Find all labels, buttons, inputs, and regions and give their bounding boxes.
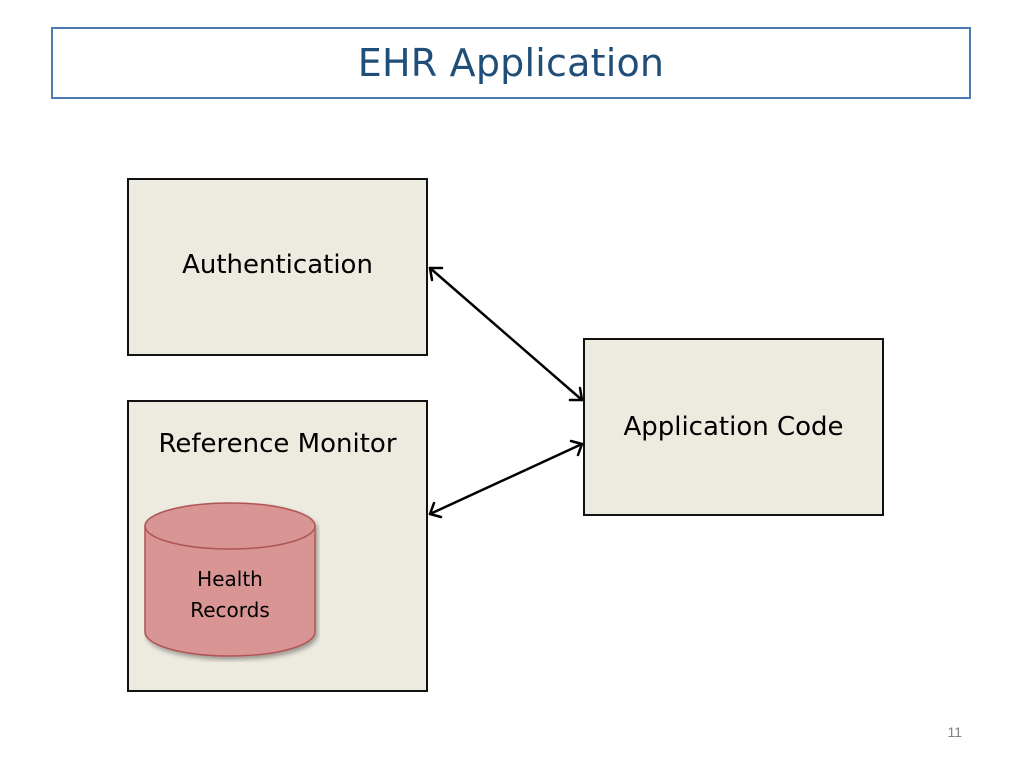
health-records-label-line1: Health [197, 567, 263, 591]
page-number: 11 [947, 724, 962, 740]
title-box: EHR Application [51, 27, 971, 99]
health-records-datastore: Health Records [144, 502, 320, 662]
refmon-to-app-connector [428, 439, 584, 519]
slide-title: EHR Application [357, 41, 665, 85]
database-cylinder-icon [144, 502, 316, 657]
authentication-box: Authentication [127, 178, 428, 356]
health-records-label: Health Records [144, 564, 316, 626]
auth-to-app-connector [428, 266, 584, 402]
authentication-label: Authentication [182, 250, 373, 280]
reference-monitor-label: Reference Monitor [158, 429, 397, 459]
health-records-label-line2: Records [190, 598, 270, 622]
application-code-label: Application Code [623, 412, 844, 442]
application-code-box: Application Code [583, 338, 884, 516]
